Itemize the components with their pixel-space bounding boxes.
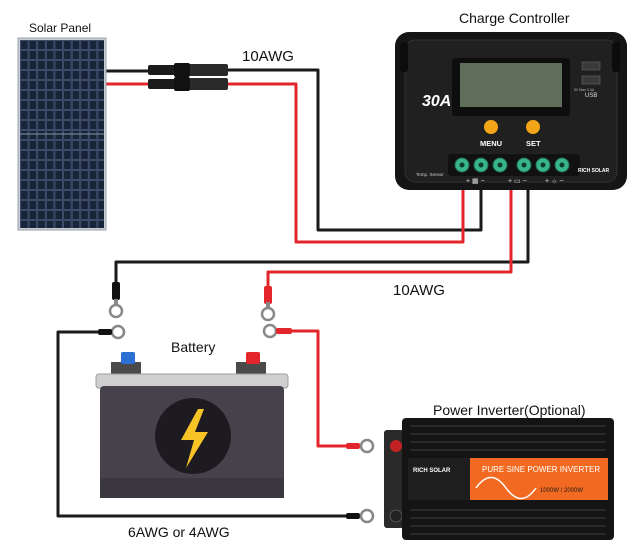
set-label: SET bbox=[526, 139, 541, 148]
inverter-brand: RICH SOLAR bbox=[413, 468, 451, 474]
svg-text:+ ▭ −: + ▭ − bbox=[508, 178, 527, 185]
ring-terminals bbox=[98, 282, 375, 524]
pv-negative-wire bbox=[228, 68, 483, 232]
svg-text:+ ▦ −: + ▦ − bbox=[466, 178, 485, 185]
inverter-model: PURE SINE POWER INVERTER bbox=[482, 465, 600, 474]
battery-positive-post bbox=[246, 352, 260, 364]
battery-negative-post bbox=[121, 352, 135, 364]
svg-text:+ ☼ −: + ☼ − bbox=[545, 178, 563, 185]
charge-controller-label: Charge Controller bbox=[459, 10, 570, 26]
power-inverter: RICH SOLAR PURE SINE POWER INVERTER 1000… bbox=[384, 418, 614, 540]
wire-gauge-mid: 10AWG bbox=[393, 282, 445, 299]
solar-panel-label: Solar Panel bbox=[29, 21, 92, 35]
battery-label: Battery bbox=[171, 339, 216, 355]
usb-label: USB bbox=[585, 93, 597, 99]
mc4-connectors bbox=[148, 63, 228, 91]
battery-negative-wire bbox=[114, 187, 530, 290]
wire-gauge-bottom: 6AWG or 4AWG bbox=[128, 524, 230, 540]
inverter-power: 1000W / 2000W bbox=[540, 488, 583, 494]
menu-knob bbox=[484, 120, 498, 134]
lcd-screen bbox=[460, 63, 562, 107]
set-knob bbox=[526, 120, 540, 134]
battery bbox=[95, 352, 289, 498]
inverter-positive-wire bbox=[292, 329, 352, 448]
controller-terminals bbox=[454, 157, 570, 173]
battery-positive-wire bbox=[266, 187, 513, 292]
controller-rating: 30A bbox=[422, 93, 451, 110]
inverter-negative-wire bbox=[56, 330, 352, 518]
wires bbox=[56, 68, 530, 518]
pv-positive-wire bbox=[228, 82, 465, 244]
wire-gauge-top: 10AWG bbox=[242, 48, 294, 65]
inverter-positive-post bbox=[390, 440, 402, 452]
solar-panel bbox=[17, 37, 107, 231]
lightning-icon bbox=[181, 409, 208, 468]
charge-controller: + ▦ − + ▭ − + ☼ − 30A MENU SET USB 5V Ma… bbox=[395, 32, 627, 190]
inverter-negative-post bbox=[389, 509, 403, 523]
menu-label: MENU bbox=[480, 139, 502, 148]
temp-sensor-label: Temp. Sensor bbox=[416, 172, 444, 177]
usb-rating: 5V Max 3.4A bbox=[574, 88, 595, 92]
power-inverter-label: Power Inverter(Optional) bbox=[433, 402, 586, 418]
controller-brand: RICH SOLAR bbox=[578, 168, 610, 174]
